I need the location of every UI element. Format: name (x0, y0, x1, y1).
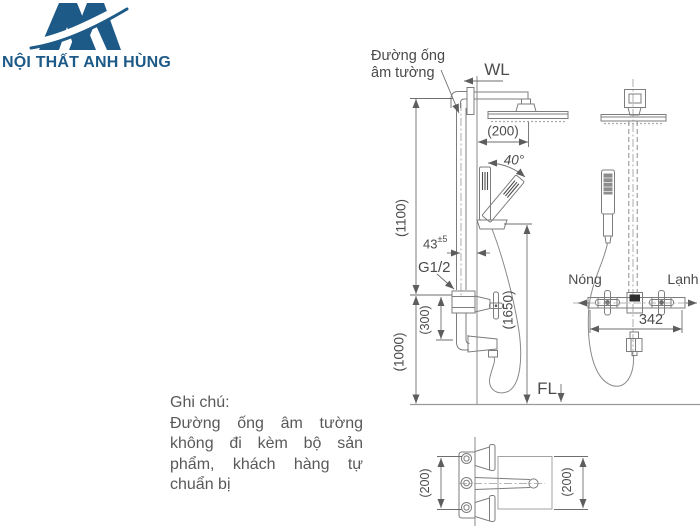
footnote-line: không đi kèm bộ sản (170, 435, 363, 452)
footnote-line: phẩm, khách hàng tự (170, 455, 363, 473)
concealed-pipe-label: Đường ống âm tường (371, 48, 446, 81)
dim-valve-height: (1000) (391, 332, 407, 372)
front-view-drawing (587, 79, 686, 387)
anh-hung-logo-icon (28, 2, 129, 50)
thread-size-label: G1/2 (418, 259, 451, 276)
side-view-dimensions (410, 69, 700, 406)
dim-top-view-left: (200) (418, 468, 432, 498)
footnote-title: Ghi chú: (170, 394, 230, 411)
top-view-drawing (458, 437, 553, 526)
footnote-line: chuẩn bị (170, 476, 231, 493)
side-view-drawing (450, 76, 569, 404)
dim-pipe-depth: 43±5 (423, 234, 448, 252)
cold-water-label: Lạnh (667, 271, 699, 287)
brand-name: NỘI THẤT ANH HÙNG (2, 54, 172, 71)
wall-line-label: WL (484, 60, 510, 79)
dim-upper-height: (1100) (393, 198, 409, 238)
dim-pipe-depth-tolerance: ±5 (437, 234, 448, 244)
floor-line-label: FL (537, 379, 557, 398)
dim-top-view-right: (200) (560, 467, 574, 497)
dim-spout-offset: (300) (418, 305, 432, 335)
footnote-line: Đường ống âm tường (170, 414, 363, 432)
dim-pipe-depth-base: 43 (423, 236, 438, 252)
dim-swivel-angle: 40° (503, 152, 525, 168)
dim-head-offset: (200) (487, 123, 519, 139)
dim-holder-height: (1650) (500, 290, 516, 330)
footnote: Ghi chú: Đường ống âm tường không đi kèm… (170, 393, 363, 496)
dim-valve-width: 342 (638, 312, 664, 328)
front-view-dimensions (573, 299, 697, 333)
top-view-dimensions (437, 456, 588, 510)
hot-water-label: Nóng (568, 271, 602, 287)
